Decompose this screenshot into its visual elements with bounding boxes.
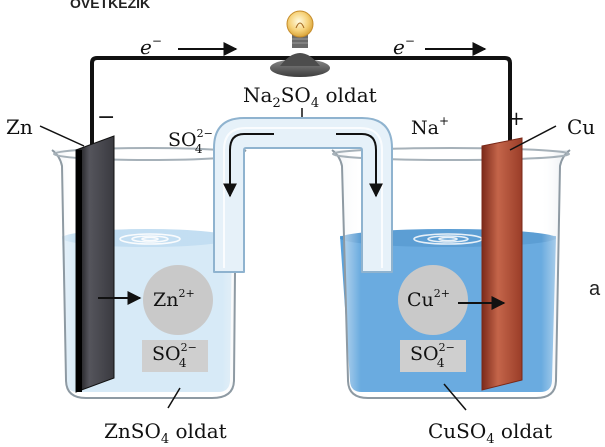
bridge-anion-label: SO2−4 (168, 127, 213, 156)
salt-bridge-tube (213, 117, 393, 273)
cuso4-label: CuSO4 oldat (428, 419, 552, 447)
electron-arrow-left: e− (140, 34, 238, 59)
right-sulfate-box (400, 340, 466, 372)
electron-label-left: e (140, 35, 152, 59)
zn-ion-circle (143, 265, 213, 335)
cathode-sign: + (508, 106, 525, 130)
copper-electrode (481, 137, 523, 391)
electron-charge-right: − (405, 34, 415, 48)
cu-label: Cu (567, 115, 595, 139)
electron-arrow-right: e− (393, 34, 487, 59)
side-fragment: a (589, 278, 601, 300)
svg-text:e−: e− (393, 34, 415, 59)
left-sulfate-label: SO2−4 (152, 341, 197, 370)
anode-sign: − (97, 105, 115, 130)
svg-text:e−: e− (140, 34, 162, 59)
zn-ion-label: Zn2+ (153, 287, 195, 311)
bridge-cation-label: Na+ (411, 114, 449, 139)
cu-ion-label: Cu2+ (407, 287, 450, 311)
right-sulfate-label: SO2−4 (410, 341, 455, 370)
electron-label-right: e (393, 35, 405, 59)
zn-label: Zn (6, 115, 33, 139)
zinc-electrode (75, 135, 115, 393)
left-sulfate-box (142, 340, 208, 372)
right-solution-pointer (443, 383, 467, 411)
cu-pointer (509, 125, 557, 151)
znso4-label: ZnSO4 oldat (104, 419, 227, 447)
salt-bridge-label: Na2SO4 oldat (243, 83, 377, 111)
cation-migration-arrow (336, 133, 383, 198)
electron-charge-left: − (152, 34, 162, 48)
left-solution-pointer (167, 387, 181, 409)
zn-pointer (39, 125, 85, 147)
header-fragment: ÖVETKEZIK (70, 0, 150, 11)
cu-ion-circle (398, 265, 468, 335)
anion-migration-arrow (223, 133, 274, 198)
light-bulb-icon (270, 10, 330, 77)
